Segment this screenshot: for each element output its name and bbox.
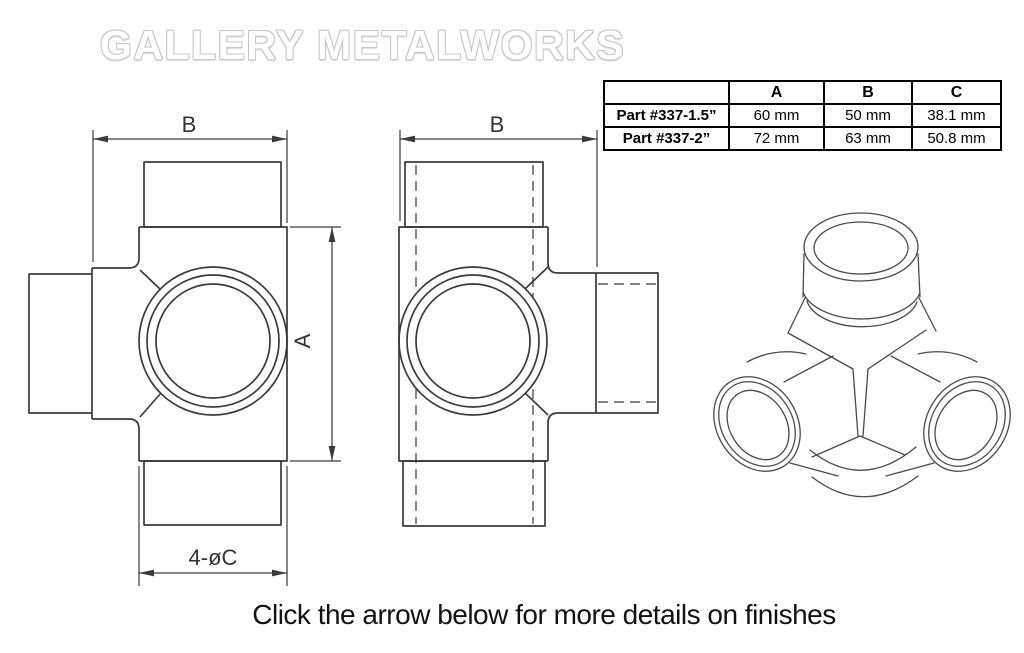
front-dim-height: A <box>290 226 341 462</box>
table-row: Part #337-1.5” 60 mm 50 mm 38.1 mm <box>603 103 1002 128</box>
spec-table-header-c: C <box>911 80 1002 105</box>
spec-table-header-a: A <box>728 80 825 105</box>
dim-label-bore: 4-øC <box>189 545 238 570</box>
spec-table-corner-cell <box>603 80 730 105</box>
iso-left-socket <box>713 351 839 477</box>
dim-a-cell: 72 mm <box>728 126 825 151</box>
side-dim-width: B <box>399 112 598 267</box>
dim-label-a: A <box>290 333 315 348</box>
front-fillet-line <box>139 269 162 291</box>
watermark-text: GALLERY METALWORKS <box>100 22 626 68</box>
spec-table: A B C Part #337-1.5” 60 mm 50 mm 38.1 mm… <box>603 80 1002 151</box>
dim-c-cell: 50.8 mm <box>911 126 1002 151</box>
isometric-view-drawing <box>713 212 1011 498</box>
front-bottom-tube <box>143 460 282 526</box>
dim-label-b-front: B <box>182 112 197 137</box>
part-number-cell: Part #337-1.5” <box>603 103 730 128</box>
dim-a-cell: 60 mm <box>728 103 825 128</box>
iso-bottom-socket <box>809 446 919 498</box>
dim-b-cell: 63 mm <box>823 126 913 151</box>
side-bore-circles <box>398 266 548 416</box>
dim-c-cell: 38.1 mm <box>911 103 1002 128</box>
part-number-cell: Part #337-2” <box>603 126 730 151</box>
side-fillet-line <box>524 266 549 290</box>
iso-top-socket <box>802 212 921 328</box>
footer-note: Click the arrow below for more details o… <box>252 599 836 630</box>
front-fillet-line <box>139 392 162 418</box>
side-bottom-tube <box>402 460 546 527</box>
spec-table-header-row: A B C <box>603 80 1002 105</box>
table-row: Part #337-2” 72 mm 63 mm 50.8 mm <box>603 126 1002 151</box>
spec-table-header-b: B <box>823 80 913 105</box>
iso-right-socket <box>885 351 1011 477</box>
dim-label-b-side: B <box>490 112 505 137</box>
side-view-drawing: B <box>398 112 659 527</box>
front-top-tube <box>143 161 282 228</box>
front-bore-circles <box>138 266 288 416</box>
side-fillet-line <box>524 392 549 416</box>
front-dim-width: B <box>92 112 288 262</box>
dim-b-cell: 50 mm <box>823 103 913 128</box>
front-dim-bore: 4-øC <box>138 466 288 586</box>
iso-body <box>787 297 937 458</box>
front-view-drawing: B A 4-øC <box>28 112 341 586</box>
side-top-tube <box>404 161 544 228</box>
